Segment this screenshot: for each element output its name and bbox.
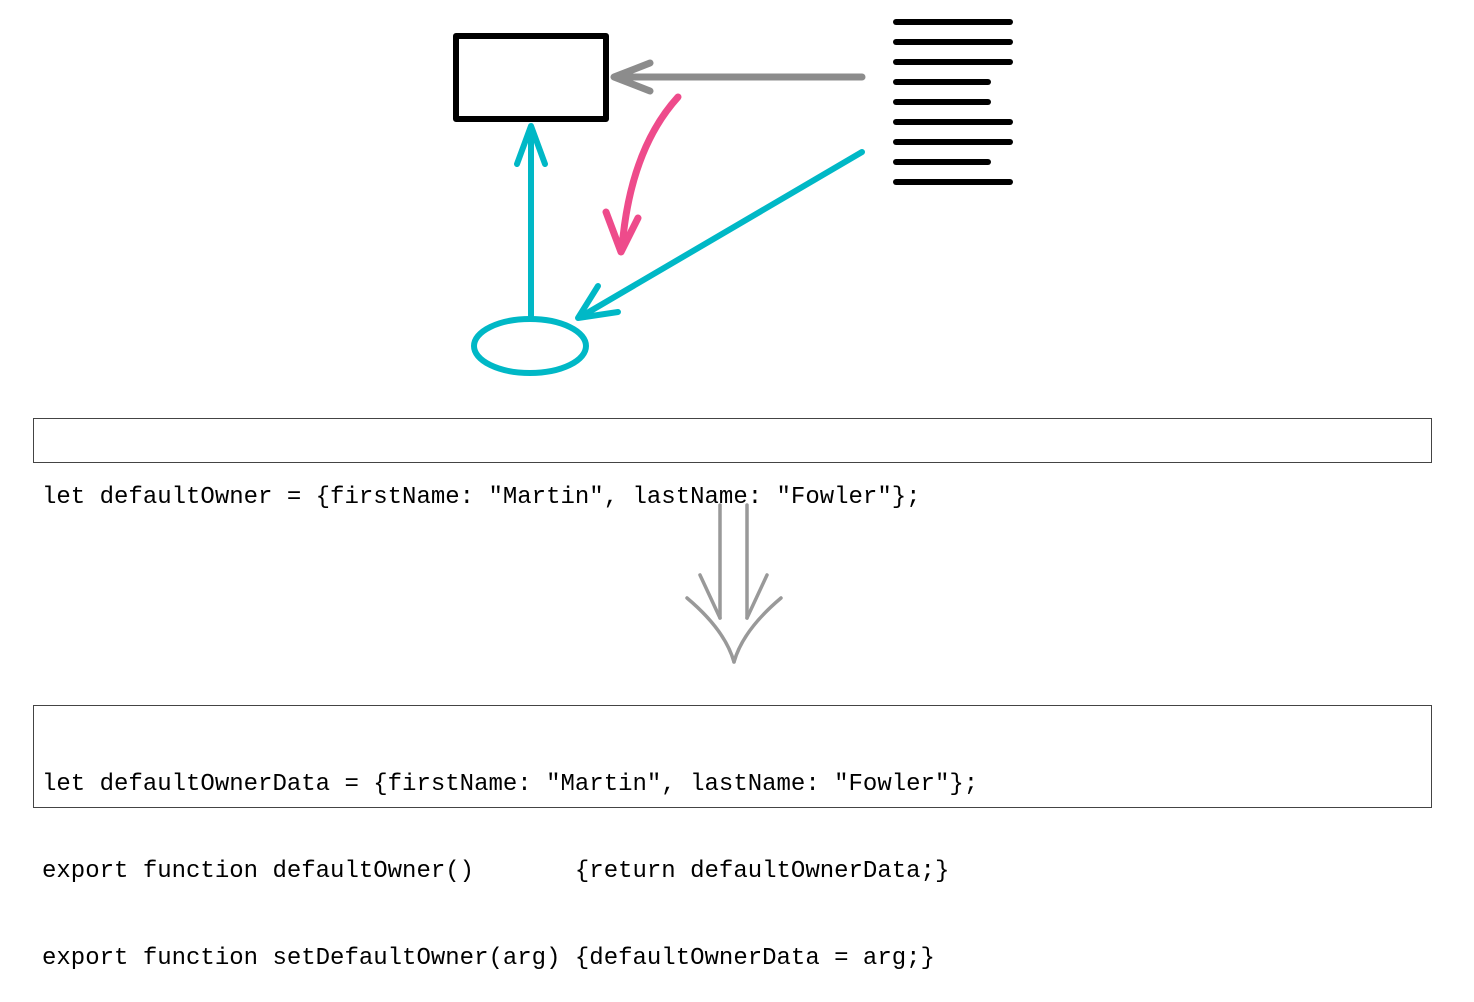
accessor-arrows-icon [514, 123, 865, 321]
text-lines-icon [893, 19, 1013, 185]
double-down-arrow-icon [685, 503, 783, 664]
after-code-line: let defaultOwnerData = {firstName: "Mart… [42, 771, 979, 798]
after-code-box: let defaultOwnerData = {firstName: "Mart… [33, 705, 1432, 972]
after-code-line: export function defaultOwner() {return d… [42, 858, 950, 885]
accessor-ellipse-icon [471, 316, 589, 376]
encapsulation-sketch [453, 19, 1013, 376]
before-code-line: let defaultOwner = {firstName: "Martin",… [42, 484, 921, 511]
record-rectangle-icon [453, 33, 609, 122]
redirect-arrow-icon [602, 93, 682, 256]
before-code-box: let defaultOwner = {firstName: "Martin",… [33, 418, 1432, 511]
direct-access-arrow-icon [610, 59, 866, 95]
after-code-line: export function setDefaultOwner(arg) {de… [42, 945, 935, 972]
